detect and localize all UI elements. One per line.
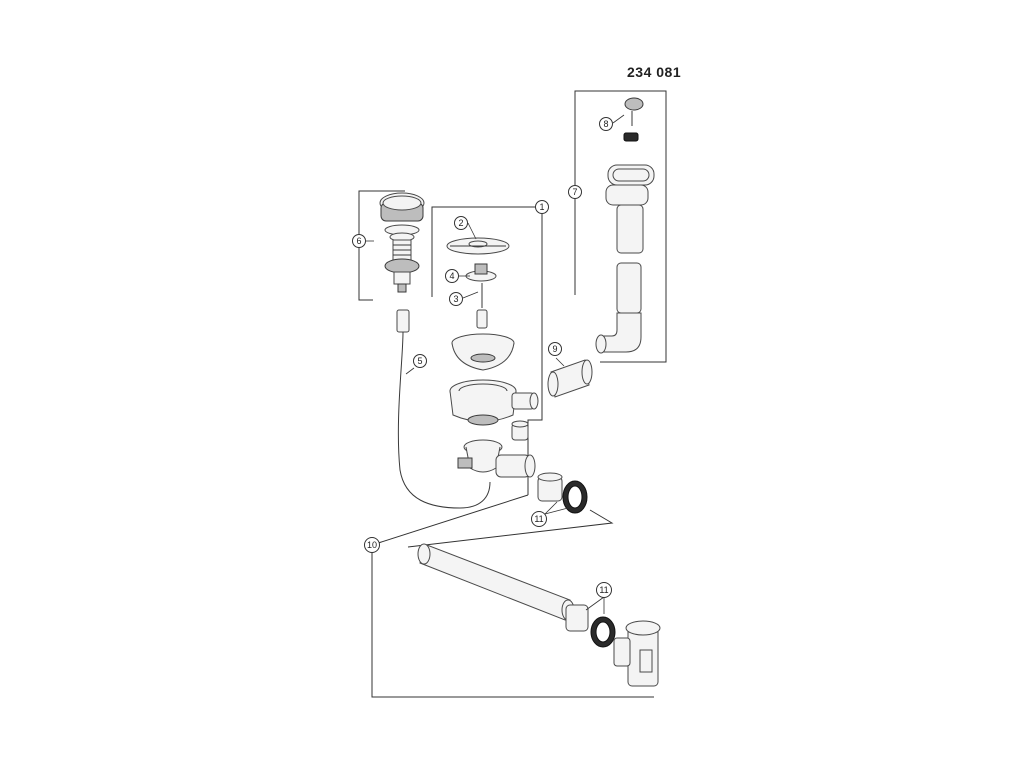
leader-3 xyxy=(462,291,479,299)
leader-9 xyxy=(555,357,565,367)
svg-text:8: 8 xyxy=(603,119,608,129)
drain-pipe xyxy=(417,543,575,621)
svg-text:11: 11 xyxy=(534,514,543,524)
svg-text:3: 3 xyxy=(453,294,458,304)
strainer-basket xyxy=(451,333,515,371)
frame-group-7 xyxy=(574,90,667,363)
svg-text:9: 9 xyxy=(552,344,557,354)
callout-3: 3 xyxy=(449,292,463,306)
waste-body xyxy=(449,379,539,426)
leader-5 xyxy=(405,367,415,375)
svg-text:6: 6 xyxy=(356,236,361,246)
callout-4: 4 xyxy=(445,269,459,283)
overflow-hose xyxy=(547,359,593,398)
callout-7: 7 xyxy=(568,185,582,199)
stem-pin xyxy=(476,283,488,329)
callout-8: 8 xyxy=(599,117,613,131)
callout-10: 10 xyxy=(364,537,380,553)
knob-assembly xyxy=(379,192,425,293)
callout-9: 9 xyxy=(548,342,562,356)
svg-text:5: 5 xyxy=(417,356,422,366)
callout-1: 1 xyxy=(535,200,549,214)
plug-nut xyxy=(465,263,497,282)
small-connector xyxy=(511,420,529,441)
trap-body xyxy=(457,439,536,478)
frame-group-10-hint xyxy=(407,509,614,548)
svg-text:4: 4 xyxy=(449,271,454,281)
frame-group-10 xyxy=(371,545,654,698)
callout-5: 5 xyxy=(413,354,427,368)
svg-text:7: 7 xyxy=(572,187,577,197)
overflow-assembly xyxy=(595,97,655,354)
leader-11-upper-b xyxy=(544,507,569,515)
frame-group-10-link xyxy=(371,494,529,546)
callout-6: 6 xyxy=(352,234,366,248)
svg-text:1: 1 xyxy=(539,202,544,212)
svg-text:2: 2 xyxy=(458,218,463,228)
part-number-title: 234 081 xyxy=(627,64,682,80)
bowden-cable xyxy=(396,309,491,509)
nut-and-seal-lower xyxy=(565,604,616,648)
callout-11-lower: 11 xyxy=(596,582,612,598)
leader-11-lower xyxy=(585,596,605,611)
leader-8 xyxy=(612,114,625,124)
leader-2 xyxy=(467,222,477,240)
svg-text:11: 11 xyxy=(599,585,608,595)
strainer-cover xyxy=(446,237,510,255)
tee-fitting xyxy=(613,620,661,687)
nut-and-seal-upper xyxy=(537,472,588,514)
leader-11-upper xyxy=(544,501,558,515)
callout-11-upper: 11 xyxy=(531,511,547,527)
svg-text:10: 10 xyxy=(367,540,377,550)
callout-2: 2 xyxy=(454,216,468,230)
